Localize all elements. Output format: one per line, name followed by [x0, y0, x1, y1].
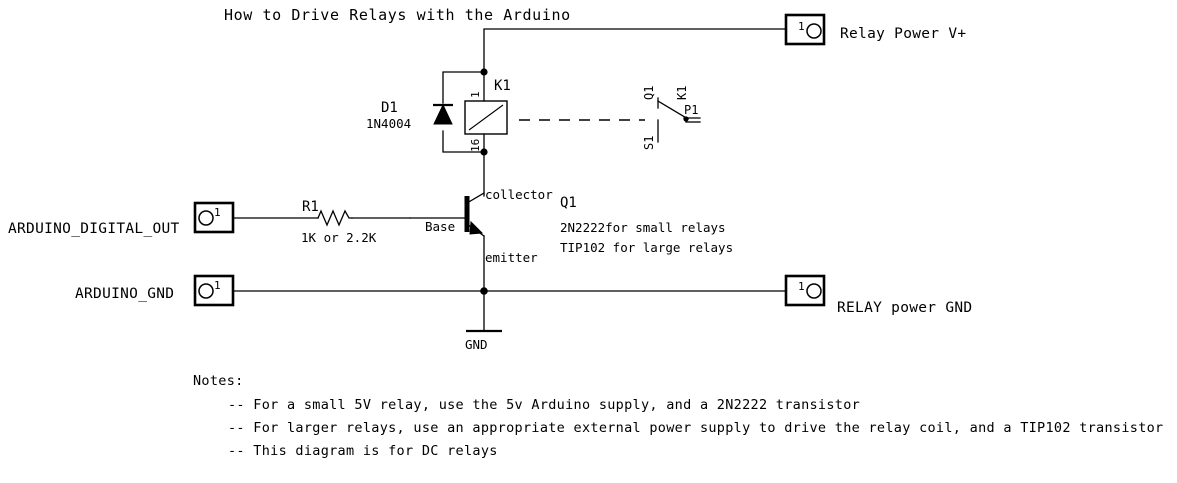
port-relay-power-gnd-label: RELAY power GND	[837, 300, 972, 316]
contact-label-q1: Q1	[642, 86, 656, 100]
diode-value: 1N4004	[366, 116, 411, 131]
wire-vplus-rail	[483, 28, 787, 73]
resistor-r1-value: 1K or 2.2K	[301, 230, 377, 245]
relay-coil-body	[464, 100, 508, 135]
port-arduino-gnd-pin: 1	[214, 279, 221, 292]
resistor-r1-ref: R1	[302, 199, 319, 215]
contact-pivot-dot	[683, 116, 689, 122]
contact-label-s1: S1	[642, 136, 656, 150]
port-arduino-digital-out-pin: 1	[214, 206, 221, 219]
diode-wire-top	[442, 71, 485, 104]
port-arduino-digital-out[interactable]: ARDUINO_DIGITAL_OUT 1	[8, 201, 235, 237]
ground-symbol-label: GND	[465, 337, 488, 352]
port-arduino-digital-out-label: ARDUINO_DIGITAL_OUT	[8, 221, 180, 237]
label-emitter: emitter	[485, 250, 538, 265]
notes-item-1: -- For larger relays, use an appropriate…	[228, 420, 1163, 436]
transistor-ref: Q1	[560, 195, 577, 211]
relay-coil-pin-16: 16	[469, 139, 482, 152]
port-relay-power-vplus-label: Relay Power V+	[840, 26, 966, 42]
transistor-q1: collector Base emitter Q1 2N2222for smal…	[409, 187, 733, 265]
diode-ref: D1	[381, 100, 398, 116]
label-collector: collector	[485, 187, 553, 202]
resistor-r1: R1 1K or 2.2K	[232, 199, 411, 245]
ground-rail: ARDUINO_GND 1 1 RELAY power GND	[75, 274, 972, 316]
diode-triangle	[433, 103, 453, 125]
label-base: Base	[425, 219, 455, 234]
port-relay-power-gnd-pin: 1	[798, 280, 805, 293]
port-arduino-gnd-label: ARDUINO_GND	[75, 286, 174, 302]
ground-symbol: GND	[465, 290, 502, 352]
contact-label-k1: K1	[675, 86, 689, 100]
notes-item-2: -- This diagram is for DC relays	[228, 443, 498, 459]
transistor-collector-lead	[466, 192, 485, 204]
resistor-r1-zigzag	[317, 209, 353, 227]
relay-coil-k1: 1 16 K1	[464, 71, 511, 153]
notes-block: Notes: -- For a small 5V relay, use the …	[193, 373, 1163, 459]
notes-heading: Notes:	[193, 373, 244, 389]
diode-wire-bottom	[442, 130, 485, 153]
contact-label-p1: P1	[684, 103, 698, 117]
port-arduino-gnd-pad	[198, 283, 214, 299]
notes-item-0: -- For a small 5V relay, use the 5v Ardu…	[228, 397, 860, 413]
relay-coil-pin-1: 1	[469, 91, 482, 98]
port-relay-power-vplus-pin: 1	[798, 20, 805, 33]
port-relay-power-vplus-pad	[806, 23, 822, 39]
transistor-spec-small: 2N2222for small relays	[560, 220, 726, 235]
port-relay-power-vplus[interactable]: 1 Relay Power V+	[784, 13, 966, 46]
transistor-emitter-arrow	[469, 220, 484, 235]
port-relay-power-gnd-pad	[806, 283, 822, 299]
relay-coil-ref: K1	[494, 78, 511, 94]
relay-coil-diagonal	[468, 104, 504, 131]
relay-contact-assembly: Q1 K1 P1 S1	[519, 86, 701, 150]
port-arduino-digital-out-pad	[198, 210, 214, 226]
contact-blade	[657, 100, 689, 120]
diagram-title: How to Drive Relays with the Arduino	[224, 6, 571, 24]
transistor-spec-large: TIP102 for large relays	[560, 240, 733, 255]
diode-d1: D1 1N4004	[366, 71, 485, 153]
